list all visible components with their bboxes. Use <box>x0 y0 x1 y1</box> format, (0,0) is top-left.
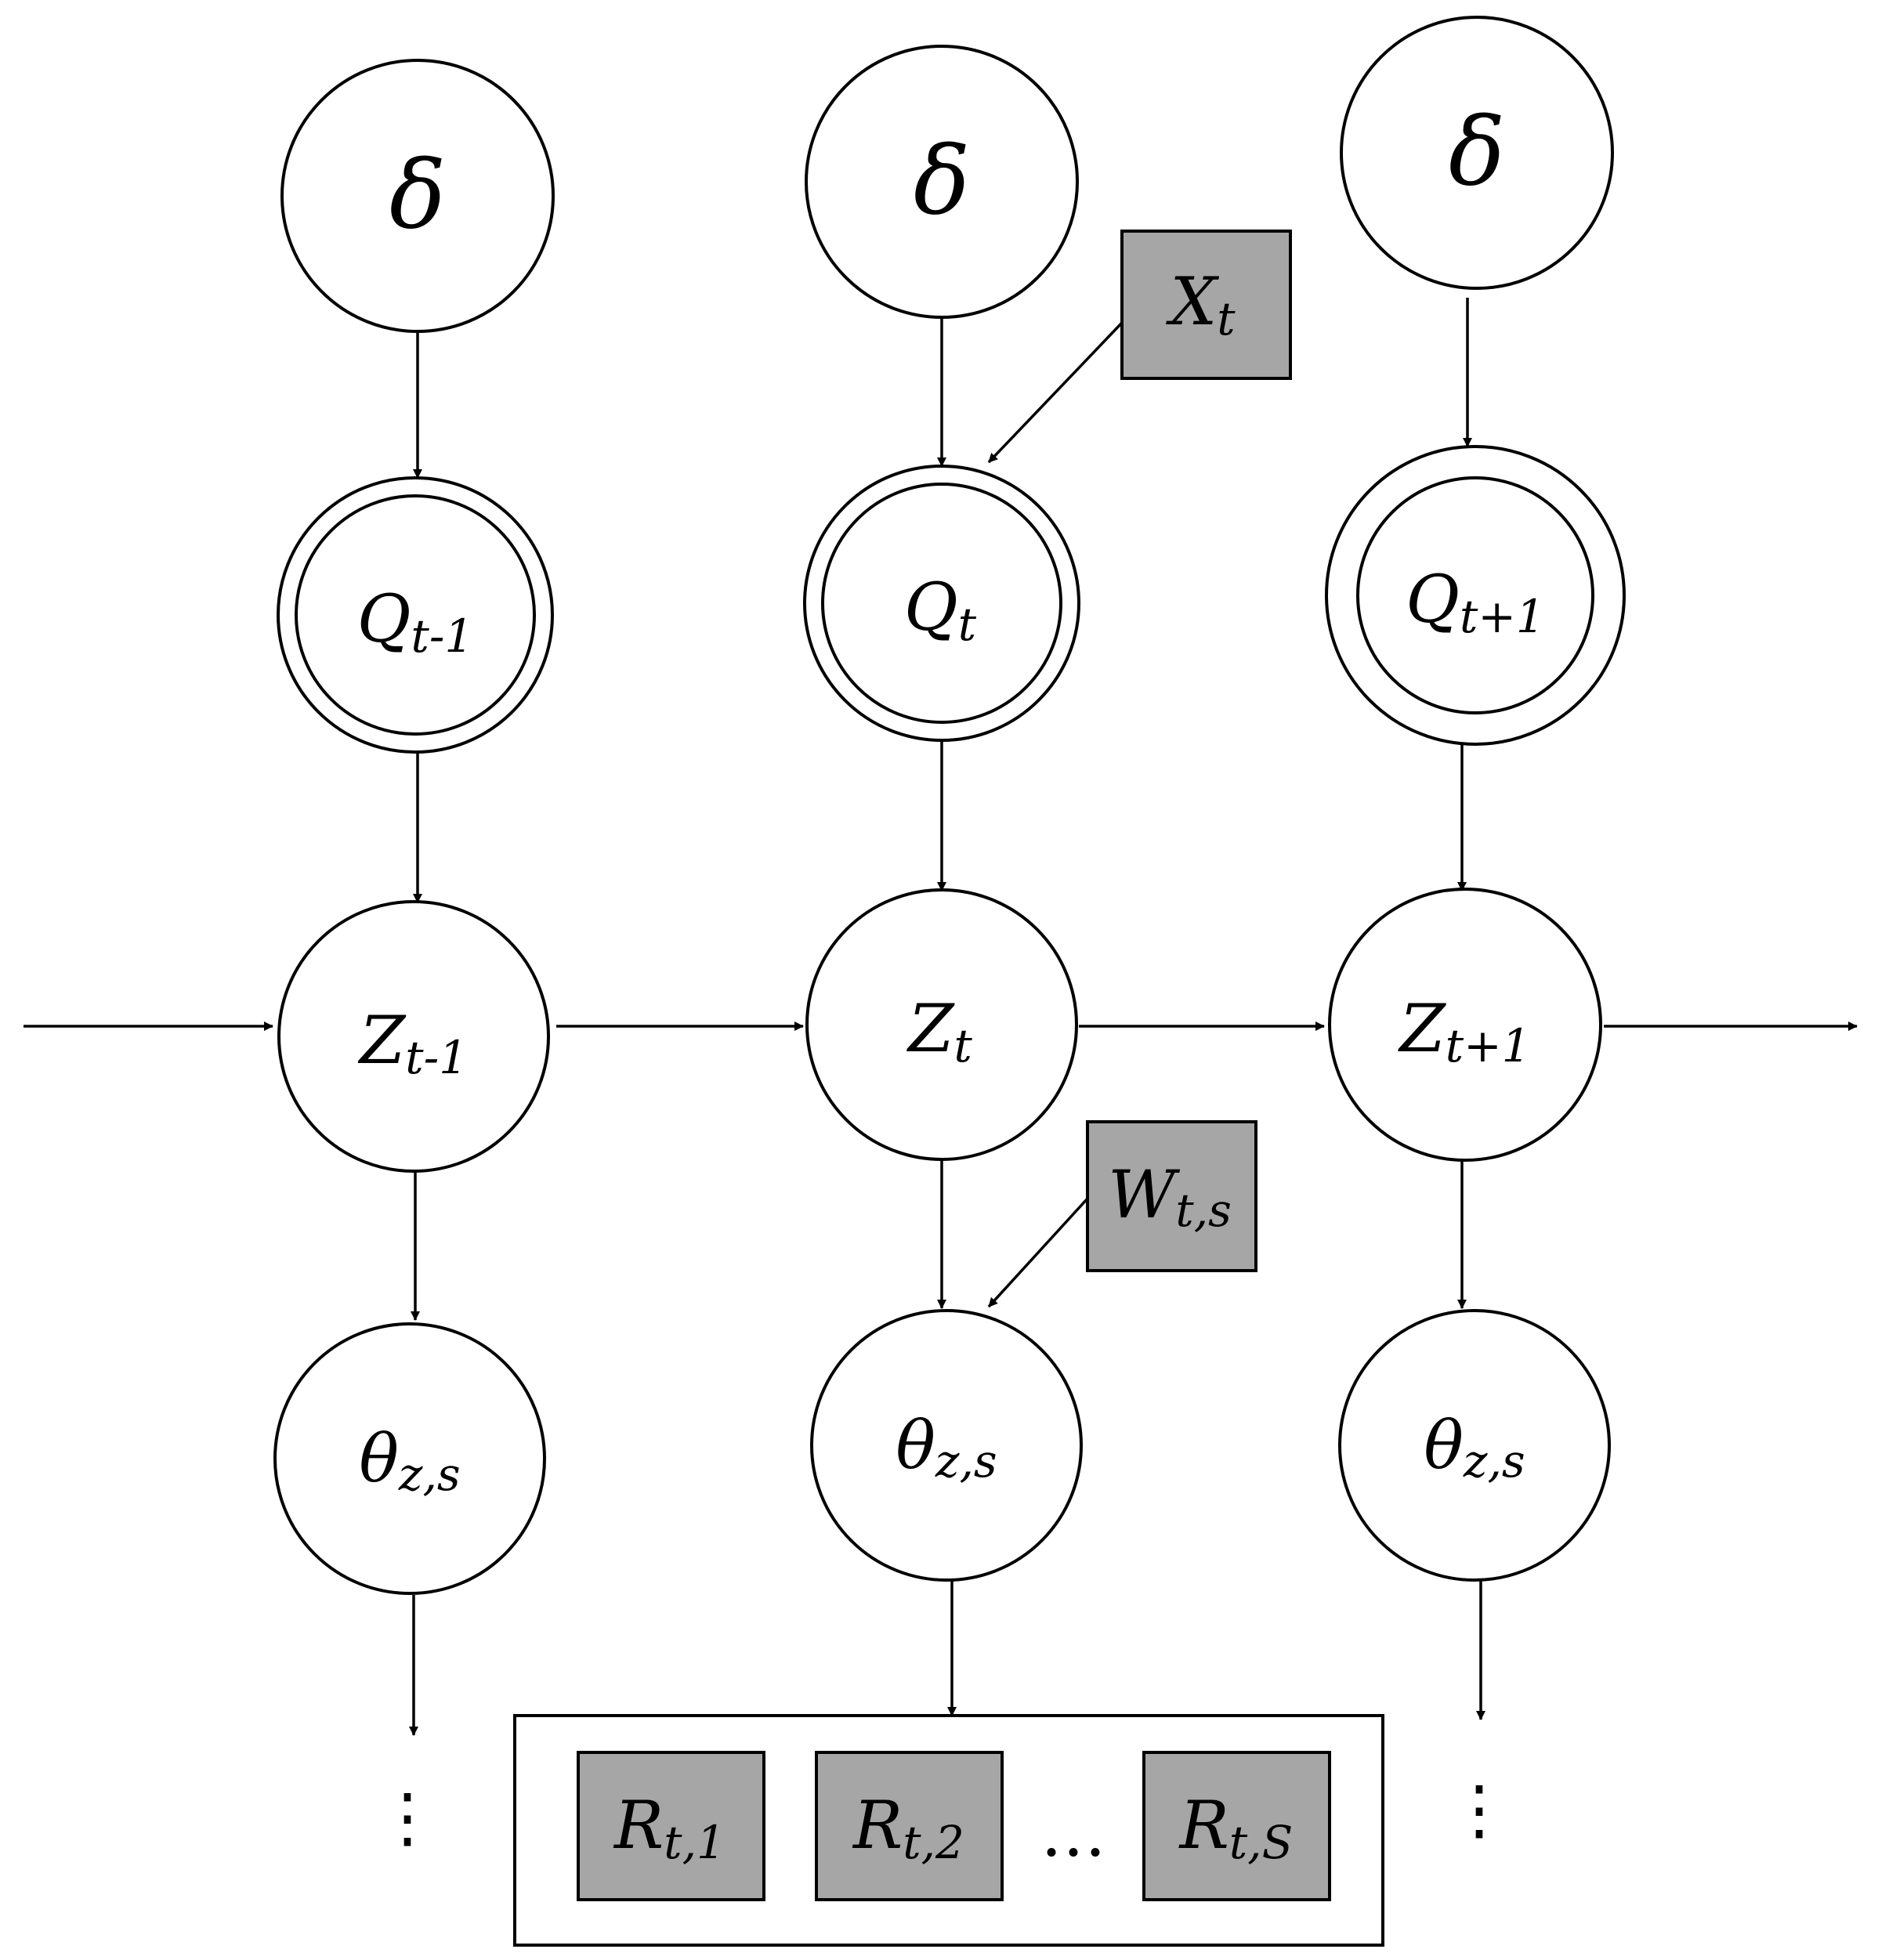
q-label-col1: Qt-1 <box>357 580 474 663</box>
delta-node-col1: δ <box>280 59 555 333</box>
delta-node-col2: δ <box>805 45 1079 319</box>
delta-label: δ <box>1449 99 1505 208</box>
response-node-2: Rt,2 <box>815 1751 1004 1901</box>
edge-x-q <box>987 321 1124 464</box>
q-label-col3: Qt+1 <box>1406 561 1545 643</box>
z-label-col3: Zt+1 <box>1397 990 1530 1072</box>
z-label-col1: Zt-1 <box>357 1002 468 1084</box>
theta-label-col3: θz,s <box>1424 1407 1525 1488</box>
response-label-1: Rt,1 <box>613 1787 726 1869</box>
theta-node-col3: θz,s <box>1338 1309 1611 1582</box>
x-covariate-node: Xt <box>1120 230 1292 380</box>
z-node-col1: Zt-1 <box>277 900 550 1173</box>
q-node-col1: Qt-1 <box>277 476 554 754</box>
z-label-col2: Zt <box>906 990 972 1072</box>
response-label-s: Rt,S <box>1178 1787 1294 1869</box>
responses-plate: Rt,1 Rt,2 … Rt,S <box>513 1714 1384 1947</box>
response-node-1: Rt,1 <box>577 1751 765 1901</box>
edges <box>24 298 1858 1736</box>
response-node-s: Rt,S <box>1142 1751 1331 1901</box>
delta-label: δ <box>389 142 446 251</box>
w-label: Wt,s <box>1108 1156 1232 1237</box>
theta-node-col2: θz,s <box>810 1309 1083 1582</box>
column-t-plus-1: δ Qt+1 Zt+1 θz,s ⋮ <box>1325 16 1626 1848</box>
edge-w-theta <box>987 1197 1089 1308</box>
z-node-col3: Zt+1 <box>1328 888 1602 1162</box>
w-covariate-node: Wt,s <box>1086 1120 1257 1272</box>
continuation-dots-col3: ⋮ <box>1446 1771 1512 1848</box>
q-node-col3: Qt+1 <box>1325 445 1626 746</box>
column-t: δ Xt Qt Zt Wt,s θz,s <box>803 45 1292 1582</box>
z-node-col2: Zt <box>805 888 1078 1161</box>
x-label: Xt <box>1165 263 1236 345</box>
theta-label-col1: θz,s <box>359 1420 460 1501</box>
responses-ellipsis: … <box>1040 1795 1106 1871</box>
q-label-col2: Qt <box>904 569 977 651</box>
theta-label-col2: θz,s <box>896 1407 997 1488</box>
q-node-col2: Qt <box>803 465 1080 742</box>
delta-node-col3: δ <box>1340 16 1614 290</box>
column-t-minus-1: δ Qt-1 Zt-1 θz,s ⋮ <box>273 59 555 1856</box>
continuation-dots-col1: ⋮ <box>375 1779 440 1856</box>
delta-label: δ <box>914 128 970 237</box>
theta-node-col1: θz,s <box>273 1322 546 1595</box>
response-label-2: Rt,2 <box>852 1787 964 1869</box>
